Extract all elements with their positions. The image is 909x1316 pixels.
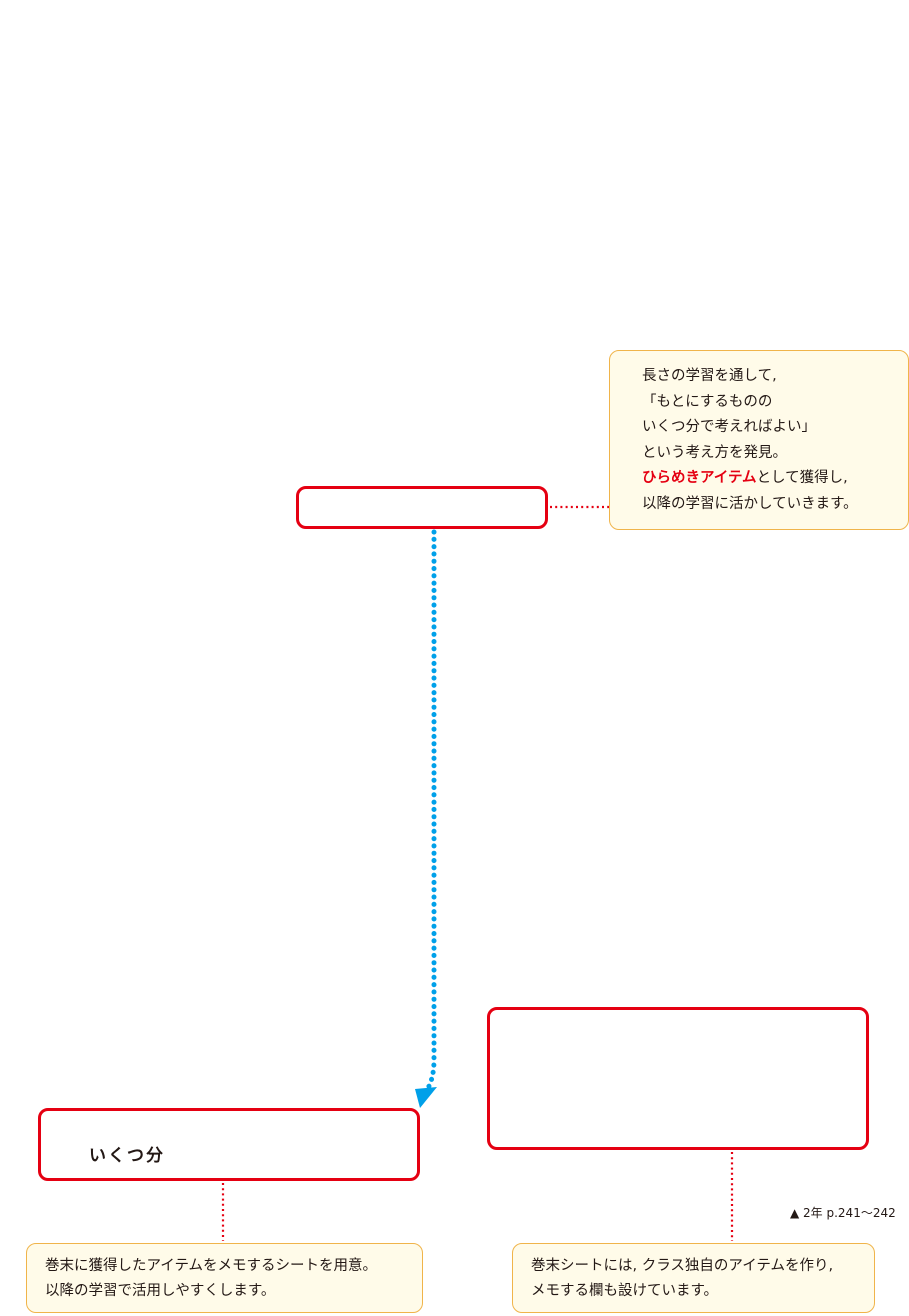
top-note-line-2: 「もとにするものの (642, 393, 773, 410)
bottom-left-note: 巻末に獲得したアイテムをメモするシートを用意。 以降の学習で活用しやすくします。 (26, 1243, 423, 1313)
top-note-line-1: 長さの学習を通して, (642, 368, 777, 384)
top-note-line-5-rest: として獲得し, (756, 470, 848, 486)
top-note-line-6: 以降の学習に活かしていきます。 (642, 495, 858, 512)
right-highlight-box (487, 1007, 869, 1150)
blue-dotted-arrow-line (421, 529, 437, 1097)
bottom-left-note-line-1: 巻末に獲得したアイテムをメモするシートを用意。 (45, 1258, 378, 1274)
left-item-box: いくつ分 (38, 1108, 420, 1181)
item-label-ikutsubun: いくつ分 (89, 1146, 165, 1166)
top-highlight-box (296, 486, 548, 529)
hirameki-item-highlight: ひらめきアイテム (642, 470, 757, 486)
bottom-right-note: 巻末シートには, クラス独自のアイテムを作り, メモする欄も設けています。 (512, 1243, 875, 1313)
blue-arrow-head-icon (415, 1087, 437, 1108)
top-note-line-3: いくつ分で考えればよい」 (642, 419, 816, 435)
page-reference-caption: ▲ 2年 p.241〜242 (790, 1206, 896, 1220)
bottom-right-note-line-2: メモする欄も設けています。 (531, 1283, 719, 1299)
top-explanation-note: 長さの学習を通して, 「もとにするものの いくつ分で考えればよい」 という考え方… (609, 350, 909, 530)
bottom-left-note-line-2: 以降の学習で活用しやすくします。 (45, 1283, 276, 1299)
bottom-right-note-line-1: 巻末シートには, クラス独自のアイテムを作り, (531, 1258, 834, 1274)
top-note-line-5: ひらめきアイテムとして獲得し, (642, 466, 898, 492)
top-note-line-4: という考え方を発見。 (642, 444, 787, 461)
